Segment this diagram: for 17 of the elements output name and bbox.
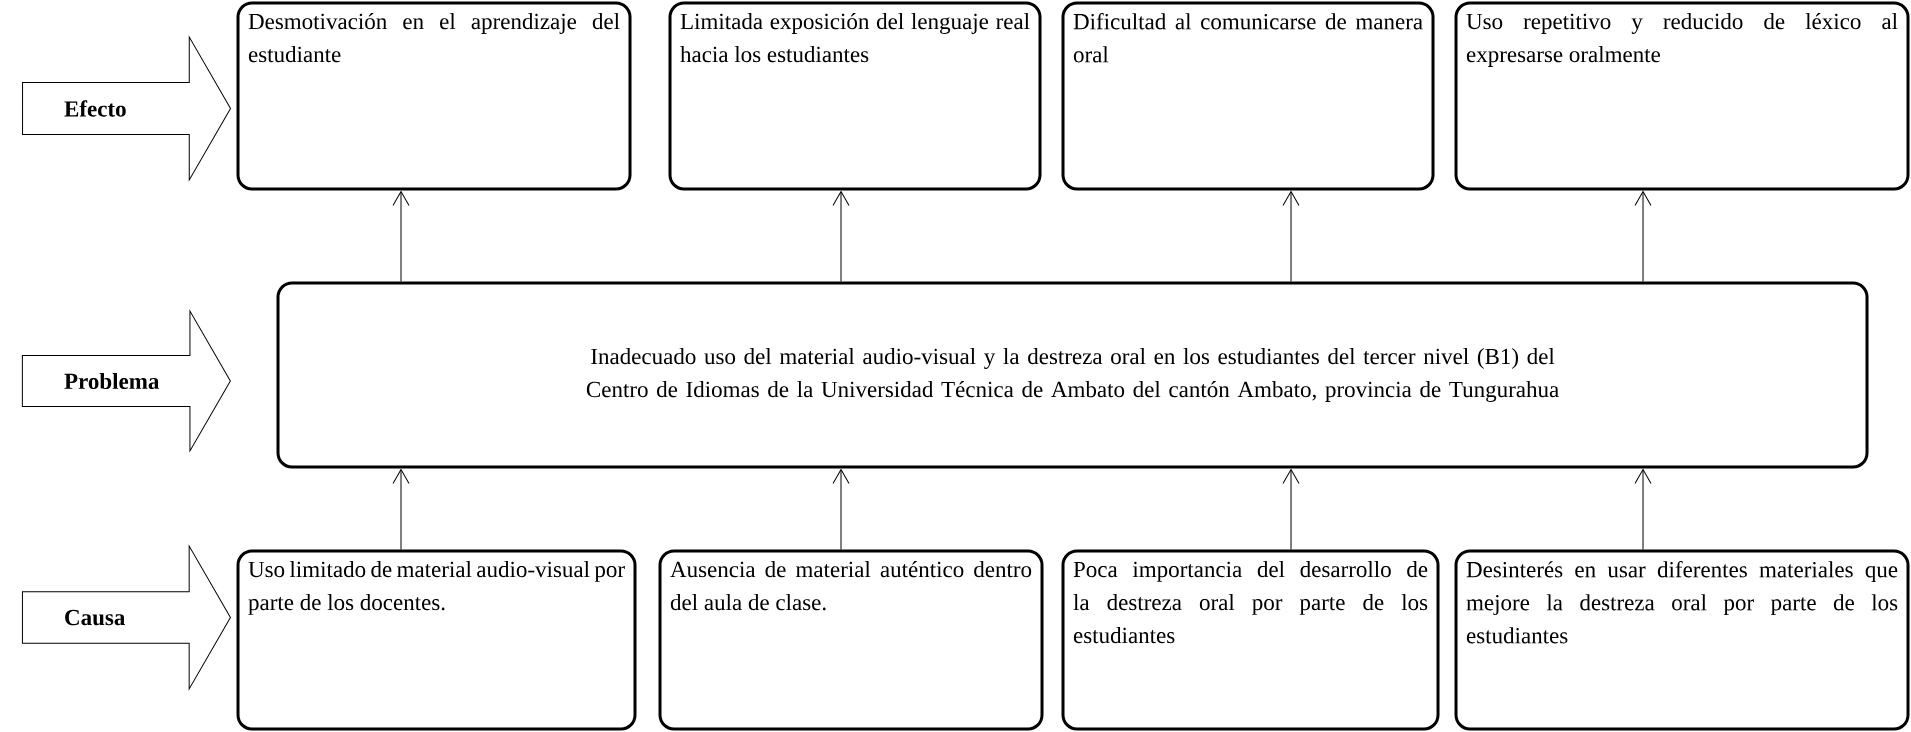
text-box: Poca importancia del desarrollo de la destreza oral por parte de los estudiantes (1061, 549, 1440, 731)
arrow (1282, 469, 1300, 550)
arrow (392, 469, 410, 550)
text-box: Desmotivación en el aprendizaje del estudiante (236, 1, 632, 191)
arrow (832, 191, 850, 282)
arrow (1282, 191, 1300, 282)
arrow (1634, 469, 1652, 550)
text-box: Ausencia de material auténtico dentro del aula de clase. (658, 549, 1044, 731)
text-box: Dificultad al comunicarse de manera oral (1061, 1, 1435, 191)
problem-box: Inadecuado uso del material audio-visual y la destreza oral en los estudiantes del tercer nivel (B1) del Centro de Idiomas de la Universidad Técnica de Ambato del cantón Ambato, provincia de Tungurahua (276, 281, 1869, 469)
text-box: Uso repetitivo y reducido de léxico al expresarse oralmente (1454, 1, 1910, 191)
arrow (832, 469, 850, 550)
text-box: Limitada exposición del lenguaje real hacia los estudiantes (668, 1, 1042, 191)
text-box: Desinterés en usar diferentes materiales que mejore la destreza oral por parte de los estudiantes (1454, 549, 1910, 731)
text-box: Uso limitado de material audio-visual por parte de los docentes. (236, 549, 637, 731)
arrow (392, 191, 410, 282)
arrow (1634, 191, 1652, 282)
